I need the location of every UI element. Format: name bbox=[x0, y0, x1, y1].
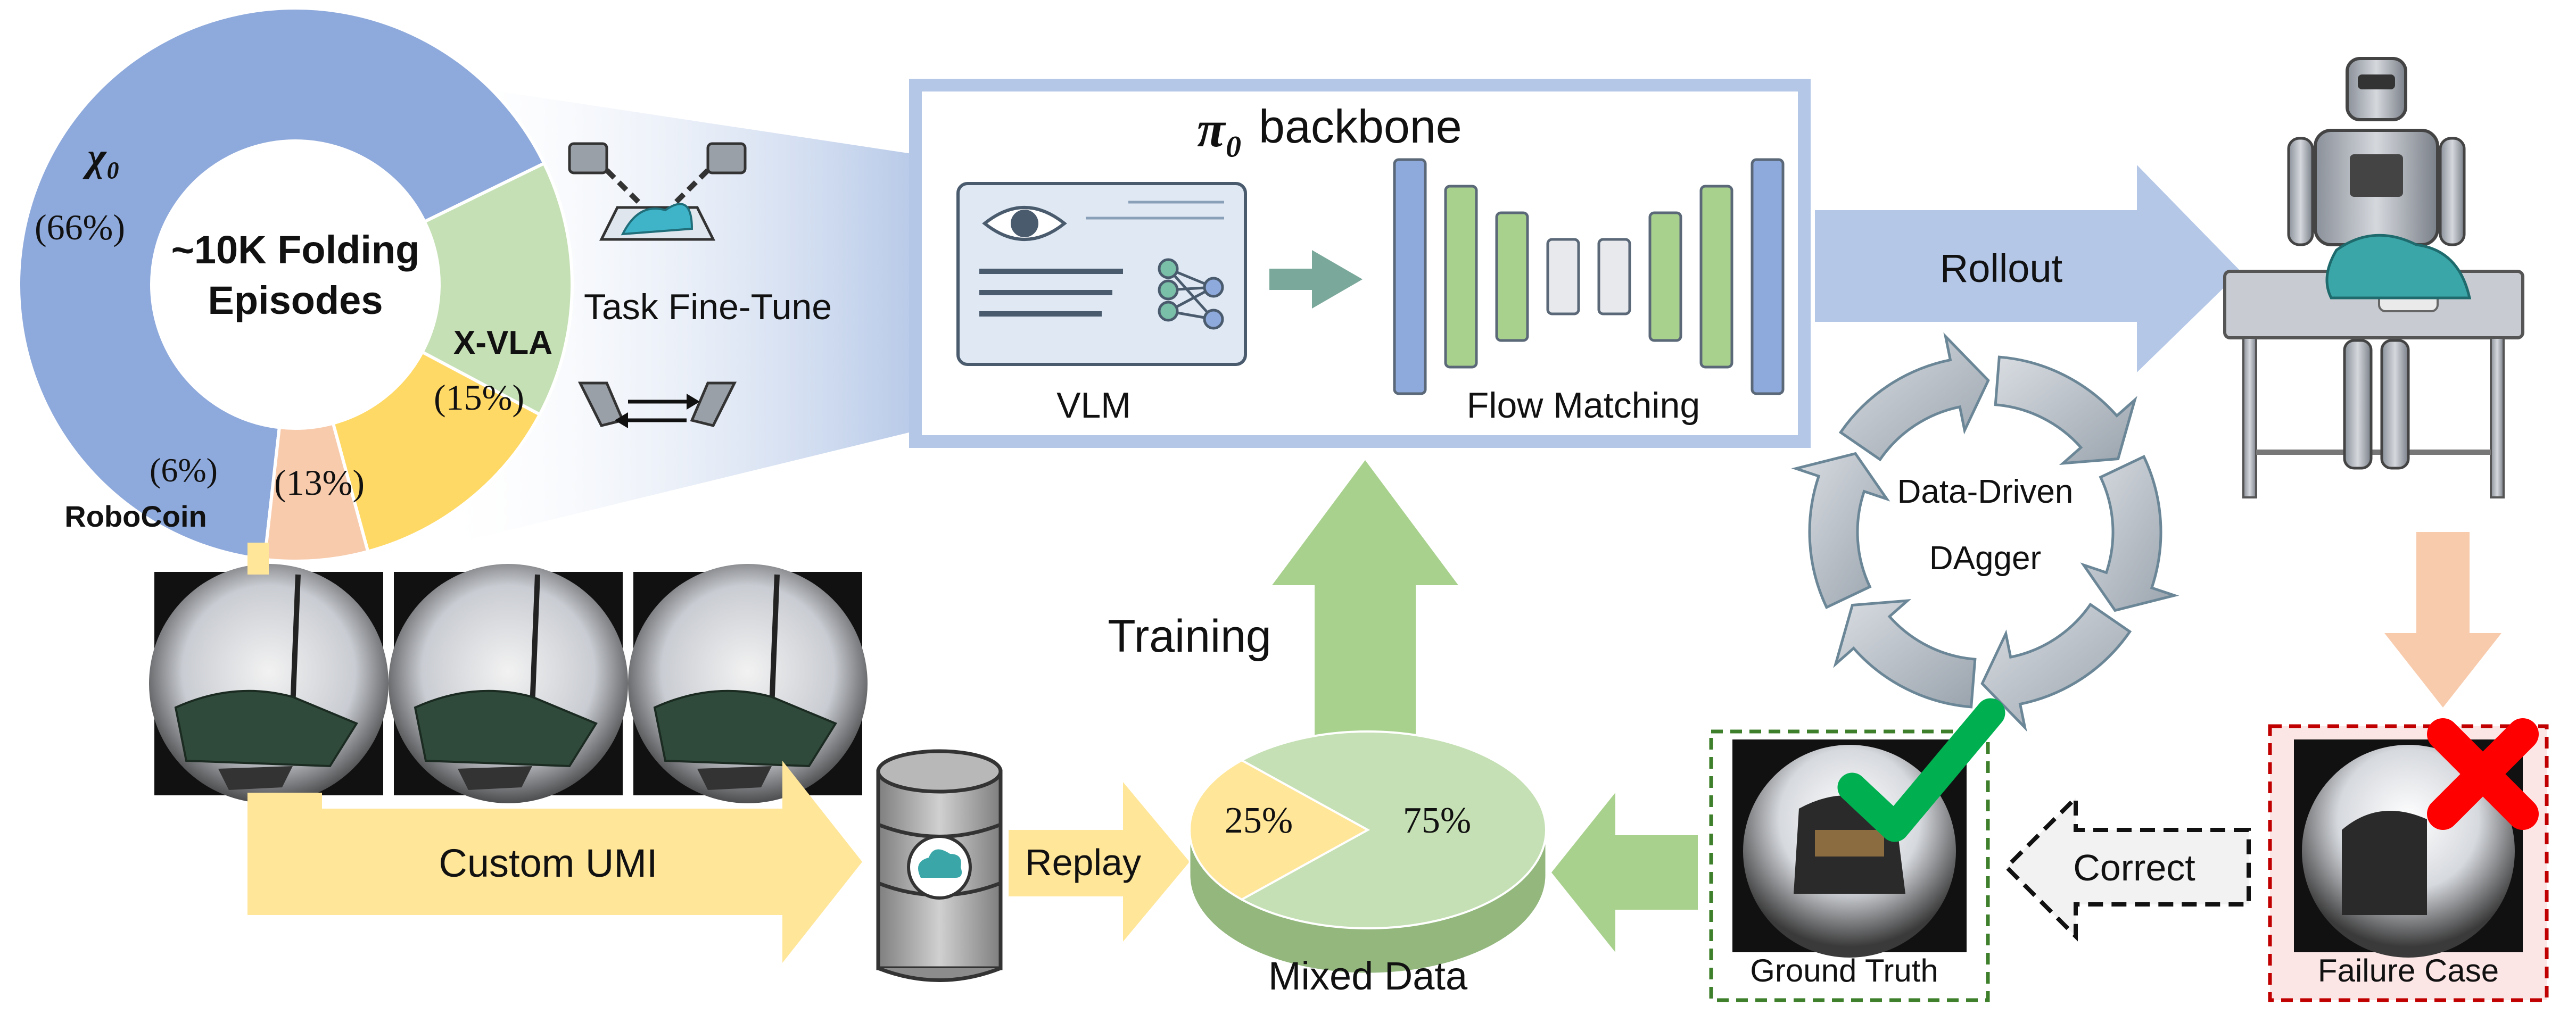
umi-frame-1 bbox=[389, 564, 628, 803]
check-icon bbox=[1837, 698, 2005, 842]
umi-camera-frames bbox=[149, 564, 868, 803]
cycle-arrow-1 bbox=[2080, 455, 2179, 612]
rollout-label: Rollout bbox=[1940, 246, 2063, 290]
mixed-data-label: Mixed Data bbox=[1268, 954, 1468, 998]
flow-layer-5 bbox=[1648, 211, 1682, 342]
flow-layer-7 bbox=[1751, 158, 1785, 395]
segment-pct-13: (13%) bbox=[274, 462, 365, 503]
replay-arrow bbox=[1009, 782, 1190, 942]
dagger-line2: DAgger bbox=[1929, 540, 2041, 577]
mixed-data-pie bbox=[1188, 730, 1548, 975]
umi-frame-2 bbox=[628, 564, 868, 803]
finetune-fan bbox=[458, 85, 915, 543]
database-icon bbox=[876, 749, 1003, 982]
cycle-arrow-3 bbox=[1833, 599, 1977, 709]
flow-layer-1 bbox=[1444, 185, 1478, 369]
vlm-to-flow-arrow bbox=[1269, 250, 1363, 309]
training-label: Training bbox=[1108, 611, 1272, 662]
dagger-cycle-arrows bbox=[1791, 332, 2179, 732]
rollout-arrow bbox=[1815, 165, 2241, 372]
flow-layer-6 bbox=[1699, 185, 1733, 369]
failure-case-frame bbox=[2294, 739, 2523, 958]
dagger-line1: Data-Driven bbox=[1897, 473, 2074, 510]
flow-matching-label: Flow Matching bbox=[1467, 385, 1700, 426]
segment-label-chi0: χ₀ bbox=[82, 135, 120, 179]
segment-pct-chi0: (66%) bbox=[35, 207, 125, 247]
flow-layer-3 bbox=[1546, 238, 1580, 315]
feedback-arrow bbox=[1551, 793, 1698, 952]
failure-case-label: Failure Case bbox=[2318, 953, 2499, 988]
cycle-arrow-2 bbox=[1980, 602, 2132, 732]
eye-icon bbox=[982, 206, 1067, 241]
segment-pct-robocoin: (6%) bbox=[150, 451, 218, 489]
custom-umi-arrow bbox=[247, 761, 862, 963]
cloth-icon bbox=[599, 203, 716, 241]
cross-icon bbox=[2427, 718, 2539, 830]
cycle-arrow-5 bbox=[1838, 332, 1990, 462]
correct-label: Correct bbox=[2073, 847, 2195, 888]
donut-center-line2: Episodes bbox=[208, 278, 383, 322]
failure-down-arrow bbox=[2384, 532, 2501, 708]
backbone-title-symbol: π₀ bbox=[1197, 101, 1243, 157]
mixed-slice-0 bbox=[1188, 759, 1370, 901]
cycle-arrow-0 bbox=[1994, 355, 2137, 465]
flow-matching-network bbox=[1393, 158, 1785, 395]
donut-segment-1 bbox=[420, 161, 574, 417]
training-arrow bbox=[1272, 460, 1458, 739]
flow-layer-2 bbox=[1495, 211, 1529, 342]
gripper-icon bbox=[568, 142, 747, 204]
mixed-pct-75: 75% bbox=[1403, 800, 1471, 841]
segment-label-xvla: X-VLA bbox=[453, 325, 552, 361]
cycle-arrow-4 bbox=[1791, 452, 1890, 609]
umi-frame-0 bbox=[149, 564, 389, 803]
ground-truth-label: Ground Truth bbox=[1750, 953, 1938, 988]
neural-net-icon bbox=[1158, 258, 1224, 330]
segment-label-robocoin: RoboCoin bbox=[64, 500, 207, 533]
segment-pct-xvla: (15%) bbox=[434, 377, 524, 418]
cloud-icon bbox=[918, 849, 962, 878]
umi-connector bbox=[247, 543, 269, 575]
donut-segment-0 bbox=[17, 6, 547, 562]
flow-layer-4 bbox=[1597, 238, 1631, 315]
correct-arrow bbox=[2003, 793, 2251, 942]
episode-donut-chart bbox=[17, 6, 574, 563]
mixed-slice-1 bbox=[1239, 730, 1548, 929]
task-finetune-label: Task Fine-Tune bbox=[584, 287, 832, 327]
robot-icon bbox=[2223, 57, 2524, 498]
custom-umi-label: Custom UMI bbox=[439, 841, 657, 885]
backbone-title-text: backbone bbox=[1259, 100, 1462, 153]
donut-segment-2 bbox=[331, 350, 542, 554]
vlm-card bbox=[956, 182, 1247, 366]
donut-center-line1: ~10K Folding bbox=[171, 228, 420, 272]
mixed-pct-25: 25% bbox=[1225, 800, 1293, 841]
gripper-icon bbox=[577, 381, 737, 428]
replay-label: Replay bbox=[1025, 842, 1141, 883]
vlm-label: VLM bbox=[1056, 385, 1131, 426]
flow-layer-0 bbox=[1393, 158, 1427, 395]
